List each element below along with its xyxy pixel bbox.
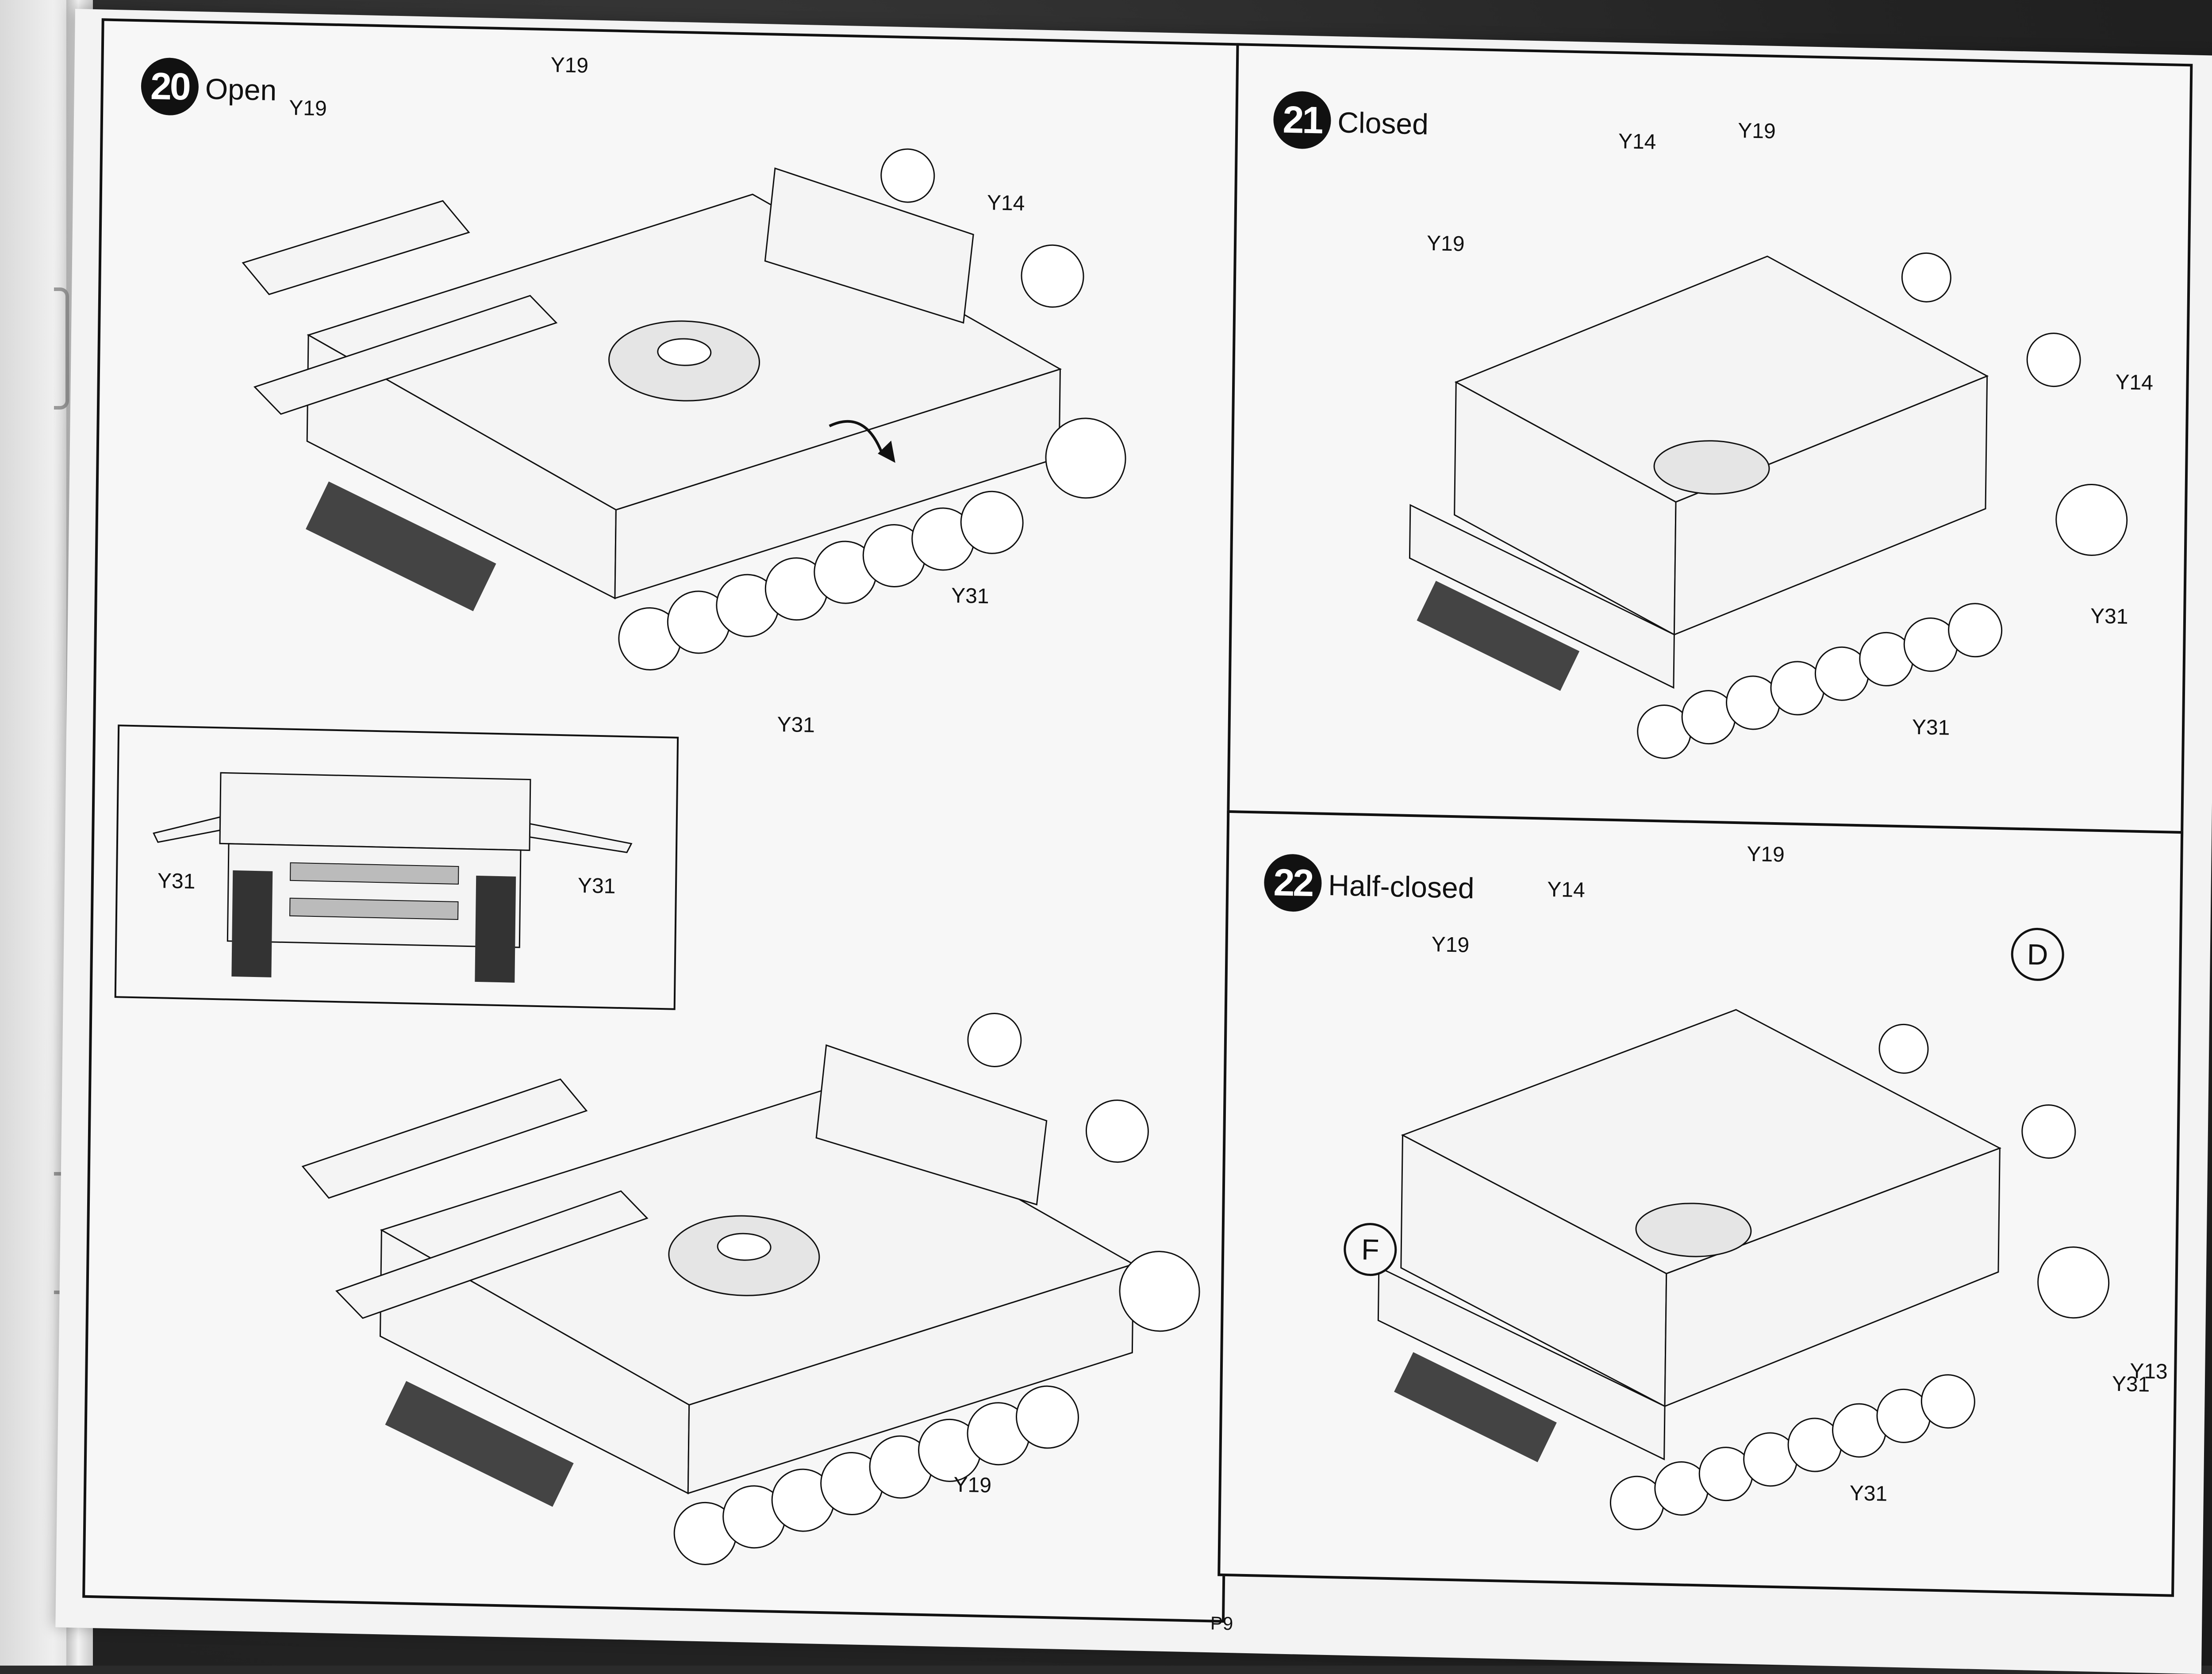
step-number-badge: 20	[141, 57, 199, 116]
tank-rear-drawing	[130, 744, 664, 983]
part-callout: Y31	[157, 869, 196, 894]
tank-closed-drawing	[1363, 195, 2166, 796]
step-20-panel: 20 Open	[82, 18, 1244, 1623]
part-callout: Y19	[1738, 119, 1776, 143]
step-22-panel: 22 Half-closed Y19 Y14 Y	[1217, 810, 2184, 1597]
step-title: Half-closed	[1328, 868, 1475, 905]
step-number-badge: 21	[1273, 91, 1332, 149]
step-21-panel: 21 Closed Y14 Y19 Y19	[1227, 43, 2193, 839]
part-callout: Y19	[289, 96, 327, 121]
instruction-page: 20 Open	[55, 9, 2212, 1674]
tank-open-drawing	[216, 103, 1152, 698]
page-number: P9	[1210, 1613, 1233, 1634]
part-callout: Y14	[2115, 370, 2154, 395]
tank-open-lower-drawing	[289, 998, 1225, 1594]
part-callout: Y31	[577, 873, 616, 898]
part-callout: Y14	[1547, 877, 1586, 902]
part-callout: Y13	[2129, 1359, 2168, 1384]
part-callout: Y31	[1912, 715, 1950, 740]
part-callout: Y19	[1431, 933, 1470, 957]
step-title: Open	[205, 72, 277, 107]
tank-half-closed-drawing	[1353, 949, 2157, 1567]
rear-view-inset: Y31 Y31	[114, 724, 679, 1010]
part-callout: Y19	[1747, 842, 1785, 867]
part-callout: Y19	[550, 53, 589, 78]
curved-arrow-icon	[878, 441, 895, 463]
step-title: Closed	[1337, 106, 1429, 141]
part-callout: Y31	[777, 713, 815, 737]
staple-icon	[54, 287, 69, 410]
part-callout: Y14	[987, 191, 1025, 215]
part-callout: Y31	[951, 584, 989, 609]
step-number-badge: 22	[1263, 853, 1322, 912]
part-callout: Y31	[2090, 604, 2128, 629]
part-callout: Y19	[953, 1473, 992, 1498]
part-callout: Y14	[1618, 130, 1656, 154]
part-callout: Y31	[1849, 1481, 1888, 1506]
part-callout: Y19	[1426, 231, 1465, 256]
